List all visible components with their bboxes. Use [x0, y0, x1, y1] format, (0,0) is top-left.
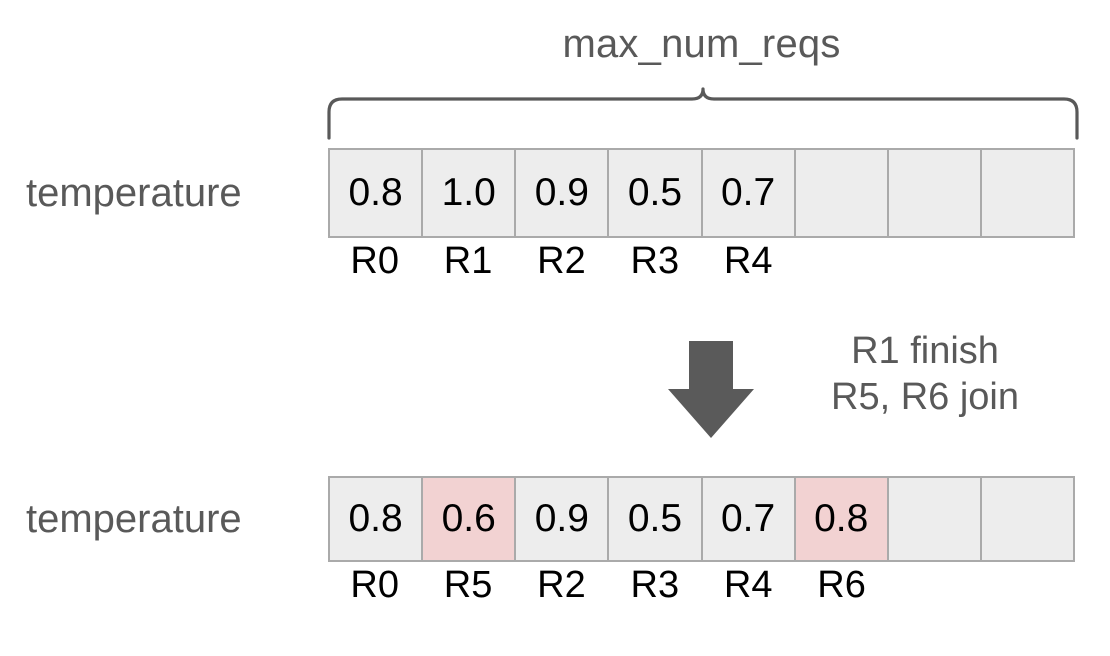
row-label-temperature-before: temperature [26, 170, 242, 215]
buffer-tags-before: R0 R1 R2 R3 R4 [328, 240, 1075, 282]
buffer-cells-after: 0.8 0.6 0.9 0.5 0.7 0.8 [328, 476, 1075, 562]
request-tag [888, 242, 981, 282]
request-tag: R0 [350, 240, 399, 282]
buffer-cell[interactable]: 0.9 [516, 478, 610, 560]
request-tag [982, 566, 1075, 606]
curly-brace-icon [327, 87, 1079, 140]
transition-note-line-2: R5, R6 join [831, 376, 1019, 419]
buffer-cell-empty[interactable] [795, 150, 889, 236]
request-tag [888, 566, 981, 606]
buffer-cell[interactable]: 0.8 [330, 150, 424, 236]
buffer-cell[interactable]: 0.9 [516, 150, 610, 236]
buffer-cell[interactable]: 0.5 [609, 150, 703, 236]
request-tag: R0 [350, 564, 399, 606]
buffer-cells-before: 0.8 1.0 0.9 0.5 0.7 [328, 148, 1075, 238]
request-tag: R3 [630, 564, 680, 606]
transition-note-line-1: R1 finish [851, 330, 999, 372]
buffer-cell[interactable]: 0.7 [702, 150, 796, 236]
request-tag: R6 [817, 564, 866, 606]
request-tag: R5 [443, 564, 493, 606]
buffer-cell-empty[interactable] [888, 150, 982, 236]
buffer-cell[interactable]: 0.8 [330, 478, 424, 560]
brace-caption: max_num_reqs [562, 22, 841, 66]
request-tag: R2 [537, 240, 586, 282]
buffer-cell-empty[interactable] [888, 478, 982, 560]
arrow-down-icon [668, 341, 754, 438]
request-tag: R2 [537, 564, 586, 606]
request-tag: R4 [723, 564, 773, 606]
transition-note: R1 finish R5, R6 join [790, 328, 1060, 421]
buffer-cell-empty[interactable] [981, 150, 1073, 236]
request-tag: R4 [723, 240, 773, 282]
buffer-tags-after: R0 R5 R2 R3 R4 R6 [328, 564, 1075, 606]
request-tag [982, 242, 1075, 282]
request-tag: R3 [630, 240, 680, 282]
buffer-cell[interactable]: 0.5 [609, 478, 703, 560]
request-tag [795, 242, 888, 282]
buffer-cell[interactable]: 0.7 [702, 478, 796, 560]
buffer-cell[interactable]: 1.0 [423, 150, 517, 236]
request-tag: R1 [443, 240, 493, 282]
row-label-temperature-after: temperature [26, 496, 242, 541]
buffer-cell-highlighted[interactable]: 0.8 [795, 478, 889, 560]
buffer-cell-empty[interactable] [981, 478, 1073, 560]
buffer-cell-highlighted[interactable]: 0.6 [423, 478, 517, 560]
